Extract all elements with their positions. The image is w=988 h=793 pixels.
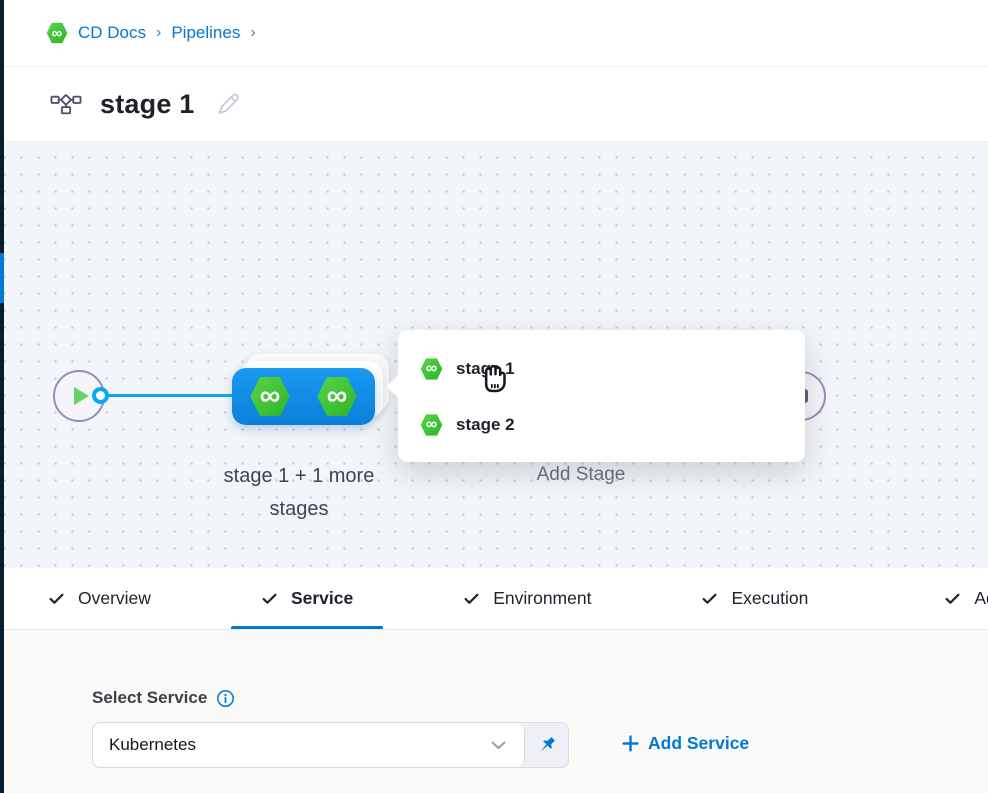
- tab-label: Advanced: [974, 588, 988, 608]
- tab-label: Overview: [78, 588, 151, 608]
- popup-arrow: [386, 374, 411, 399]
- pipeline-connector-line: [108, 394, 236, 397]
- check-icon: [262, 593, 277, 604]
- stage-group-label: stage 1 + 1 more stages: [223, 465, 375, 520]
- chevron-right-icon: ›: [250, 24, 256, 41]
- check-icon: [945, 593, 960, 604]
- stage-hexagon-icon: ∞: [420, 414, 443, 436]
- add-service-button[interactable]: Add Service: [622, 733, 749, 754]
- add-stage-label[interactable]: Add Stage: [536, 464, 626, 485]
- add-service-label: Add Service: [648, 733, 750, 753]
- stage-hexagon-icon: ∞: [317, 377, 357, 416]
- pipeline-canvas: ∞ ∞ stage 1 + 1 more stages Add Stage ∞ …: [4, 142, 988, 568]
- popup-stage-label: stage 1: [456, 359, 515, 378]
- pipeline-graph-icon: [50, 91, 82, 118]
- play-icon: [73, 387, 89, 405]
- service-select-group: Kubernetes: [92, 722, 569, 768]
- tab-label: Service: [290, 588, 354, 608]
- stage-title: stage 1: [100, 89, 195, 119]
- select-service-label: Select Service: [92, 688, 208, 707]
- stage-group-node[interactable]: ∞ ∞: [232, 368, 375, 425]
- chevron-right-icon: ›: [156, 24, 162, 41]
- breadcrumb-bar: ∞ CD Docs › Pipelines ›: [4, 0, 988, 67]
- left-nav-active-indicator: [0, 253, 4, 303]
- tab-label: Execution: [731, 588, 809, 608]
- stage-header: stage 1: [4, 68, 988, 142]
- tab-label: Environment: [493, 588, 592, 608]
- plus-icon: [622, 735, 639, 752]
- popup-stage-label: stage 2: [456, 415, 515, 434]
- breadcrumb: ∞ CD Docs › Pipelines ›: [46, 22, 256, 44]
- check-icon: [703, 593, 717, 604]
- stage-tabbar: Overview Service Environment Execution A…: [4, 568, 988, 630]
- stage-hexagon-icon: ∞: [250, 377, 290, 416]
- service-select[interactable]: Kubernetes: [93, 723, 525, 767]
- start-node-port: [92, 387, 109, 404]
- info-icon[interactable]: [216, 689, 235, 708]
- check-icon: [464, 593, 479, 604]
- harness-logo-icon: ∞: [46, 22, 68, 44]
- breadcrumb-item-cd-docs[interactable]: CD Docs: [78, 23, 147, 42]
- tab-service[interactable]: Service: [230, 568, 384, 629]
- pin-service-button[interactable]: [525, 723, 568, 767]
- breadcrumb-item-pipelines[interactable]: Pipelines: [171, 23, 241, 42]
- left-nav-strip: [0, 0, 4, 793]
- chevron-down-icon: [491, 741, 506, 750]
- tab-environment[interactable]: Environment: [433, 568, 621, 629]
- tab-execution[interactable]: Execution: [671, 568, 838, 629]
- pin-icon: [540, 736, 555, 751]
- check-icon: [49, 593, 64, 604]
- popup-stage-item[interactable]: ∞ stage 1: [420, 350, 805, 388]
- edit-stage-name-button[interactable]: [214, 91, 241, 118]
- service-select-value: Kubernetes: [109, 735, 196, 754]
- stage-list-popup: ∞ stage 1 ∞ stage 2: [386, 330, 805, 462]
- tab-overview[interactable]: Overview: [18, 568, 181, 629]
- stage-hexagon-icon: ∞: [420, 358, 443, 380]
- service-panel: Select Service Kubernetes: [4, 630, 988, 793]
- tab-advanced[interactable]: Advanced: [914, 568, 988, 629]
- popup-stage-item[interactable]: ∞ stage 2: [420, 406, 805, 444]
